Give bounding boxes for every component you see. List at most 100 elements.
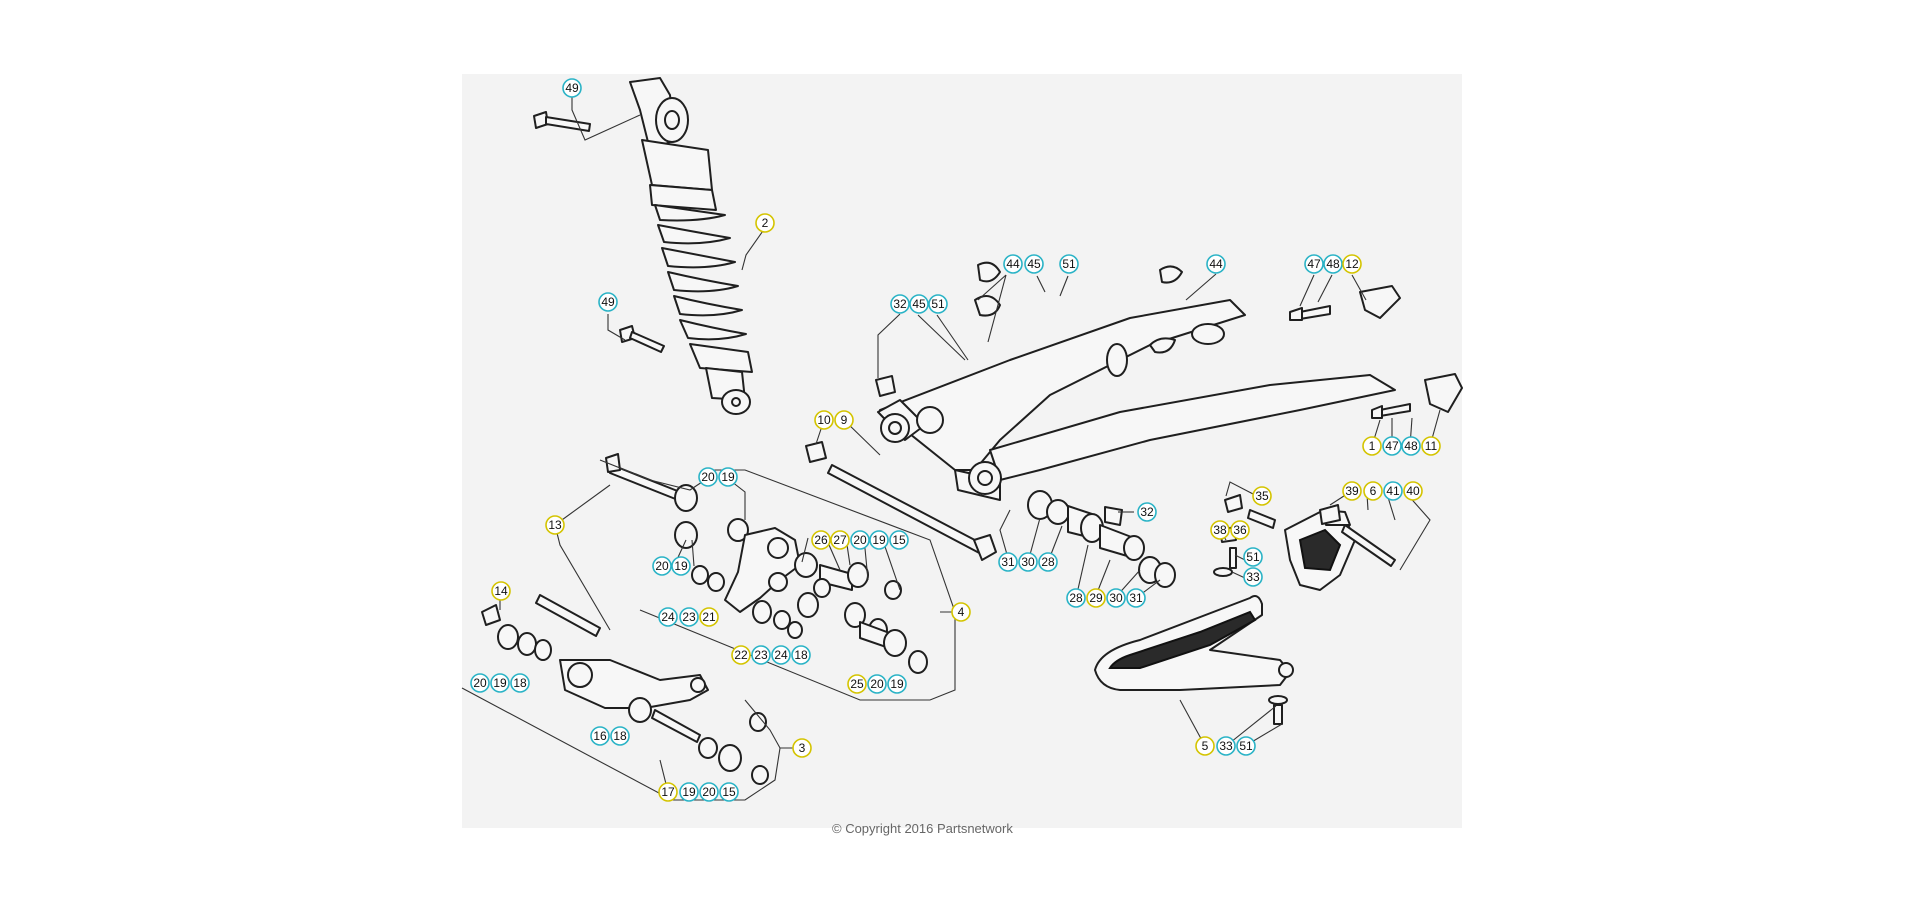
callout-label: 44 <box>1006 257 1020 271</box>
callout[interactable]: 51 <box>1236 736 1256 756</box>
callout-label: 26 <box>814 533 828 547</box>
callout[interactable]: 51 <box>1243 547 1263 567</box>
callout[interactable]: 11 <box>1421 436 1441 456</box>
callout[interactable]: 12 <box>1342 254 1362 274</box>
callout[interactable]: 20 <box>470 673 490 693</box>
callout[interactable]: 19 <box>671 556 691 576</box>
callout-label: 23 <box>754 648 768 662</box>
callout[interactable]: 20 <box>867 674 887 694</box>
callout[interactable]: 31 <box>998 552 1018 572</box>
callout[interactable]: 44 <box>1206 254 1226 274</box>
callout-label: 18 <box>613 729 627 743</box>
callout[interactable]: 24 <box>771 645 791 665</box>
callout-label: 20 <box>702 785 716 799</box>
callout[interactable]: 32 <box>1137 502 1157 522</box>
callout[interactable]: 19 <box>718 467 738 487</box>
callout[interactable]: 19 <box>869 530 889 550</box>
callout[interactable]: 3 <box>792 738 812 758</box>
callout[interactable]: 15 <box>889 530 909 550</box>
callout[interactable]: 19 <box>490 673 510 693</box>
callout-label: 49 <box>601 295 615 309</box>
callout[interactable]: 22 <box>731 645 751 665</box>
callout[interactable]: 35 <box>1252 486 1272 506</box>
callout[interactable]: 47 <box>1382 436 1402 456</box>
callout[interactable]: 25 <box>847 674 867 694</box>
callout[interactable]: 18 <box>791 645 811 665</box>
callout[interactable]: 40 <box>1403 481 1423 501</box>
callout[interactable]: 28 <box>1038 552 1058 572</box>
callout-label: 24 <box>661 610 675 624</box>
callout[interactable]: 1 <box>1362 436 1382 456</box>
callout[interactable]: 44 <box>1003 254 1023 274</box>
callout-label: 19 <box>721 470 735 484</box>
callout[interactable]: 28 <box>1066 588 1086 608</box>
callout[interactable]: 15 <box>719 782 739 802</box>
callout[interactable]: 6 <box>1363 481 1383 501</box>
callout[interactable]: 48 <box>1401 436 1421 456</box>
callout[interactable]: 17 <box>658 782 678 802</box>
callout[interactable]: 33 <box>1216 736 1236 756</box>
callout[interactable]: 45 <box>909 294 929 314</box>
callout[interactable]: 20 <box>850 530 870 550</box>
callout[interactable]: 51 <box>1059 254 1079 274</box>
callout[interactable]: 49 <box>598 292 618 312</box>
callout[interactable]: 41 <box>1383 481 1403 501</box>
callout-label: 19 <box>890 677 904 691</box>
callout[interactable]: 49 <box>562 78 582 98</box>
callout[interactable]: 2 <box>755 213 775 233</box>
callout-label: 24 <box>774 648 788 662</box>
callout-label: 51 <box>1062 257 1076 271</box>
callout[interactable]: 31 <box>1126 588 1146 608</box>
callout-label: 41 <box>1386 484 1400 498</box>
callout-label: 19 <box>682 785 696 799</box>
callout[interactable]: 48 <box>1323 254 1343 274</box>
callout[interactable]: 20 <box>699 782 719 802</box>
callout[interactable]: 39 <box>1342 481 1362 501</box>
callout[interactable]: 30 <box>1018 552 1038 572</box>
callout[interactable]: 23 <box>751 645 771 665</box>
callout[interactable]: 24 <box>658 607 678 627</box>
callout-label: 33 <box>1246 570 1260 584</box>
callout[interactable]: 45 <box>1024 254 1044 274</box>
callout-label: 17 <box>661 785 675 799</box>
callout[interactable]: 18 <box>510 673 530 693</box>
callout[interactable]: 5 <box>1195 736 1215 756</box>
callout[interactable]: 51 <box>928 294 948 314</box>
callout-label: 39 <box>1345 484 1359 498</box>
callout[interactable]: 21 <box>699 607 719 627</box>
callout-label: 15 <box>892 533 906 547</box>
callout-label: 31 <box>1001 555 1015 569</box>
callout-label: 29 <box>1089 591 1103 605</box>
callout[interactable]: 29 <box>1086 588 1106 608</box>
callout[interactable]: 38 <box>1210 520 1230 540</box>
callout[interactable]: 16 <box>590 726 610 746</box>
callout-label: 32 <box>1140 505 1154 519</box>
callout-label: 36 <box>1233 523 1247 537</box>
callout-label: 20 <box>473 676 487 690</box>
callout[interactable]: 13 <box>545 515 565 535</box>
callout[interactable]: 27 <box>830 530 850 550</box>
callout[interactable]: 33 <box>1243 567 1263 587</box>
callout-label: 44 <box>1209 257 1223 271</box>
callout[interactable]: 18 <box>610 726 630 746</box>
callout[interactable]: 32 <box>890 294 910 314</box>
callout[interactable]: 4 <box>951 602 971 622</box>
callout[interactable]: 14 <box>491 581 511 601</box>
callout[interactable]: 19 <box>887 674 907 694</box>
callout[interactable]: 9 <box>834 410 854 430</box>
callout[interactable]: 10 <box>814 410 834 430</box>
callout[interactable]: 26 <box>811 530 831 550</box>
callout[interactable]: 20 <box>698 467 718 487</box>
callout-label: 51 <box>1239 739 1253 753</box>
callout[interactable]: 30 <box>1106 588 1126 608</box>
callout-label: 1 <box>1369 439 1376 453</box>
callout[interactable]: 23 <box>679 607 699 627</box>
callout[interactable]: 47 <box>1304 254 1324 274</box>
callout[interactable]: 20 <box>652 556 672 576</box>
callout[interactable]: 19 <box>679 782 699 802</box>
callout-label: 35 <box>1255 489 1269 503</box>
callout[interactable]: 36 <box>1230 520 1250 540</box>
callout-label: 28 <box>1069 591 1083 605</box>
